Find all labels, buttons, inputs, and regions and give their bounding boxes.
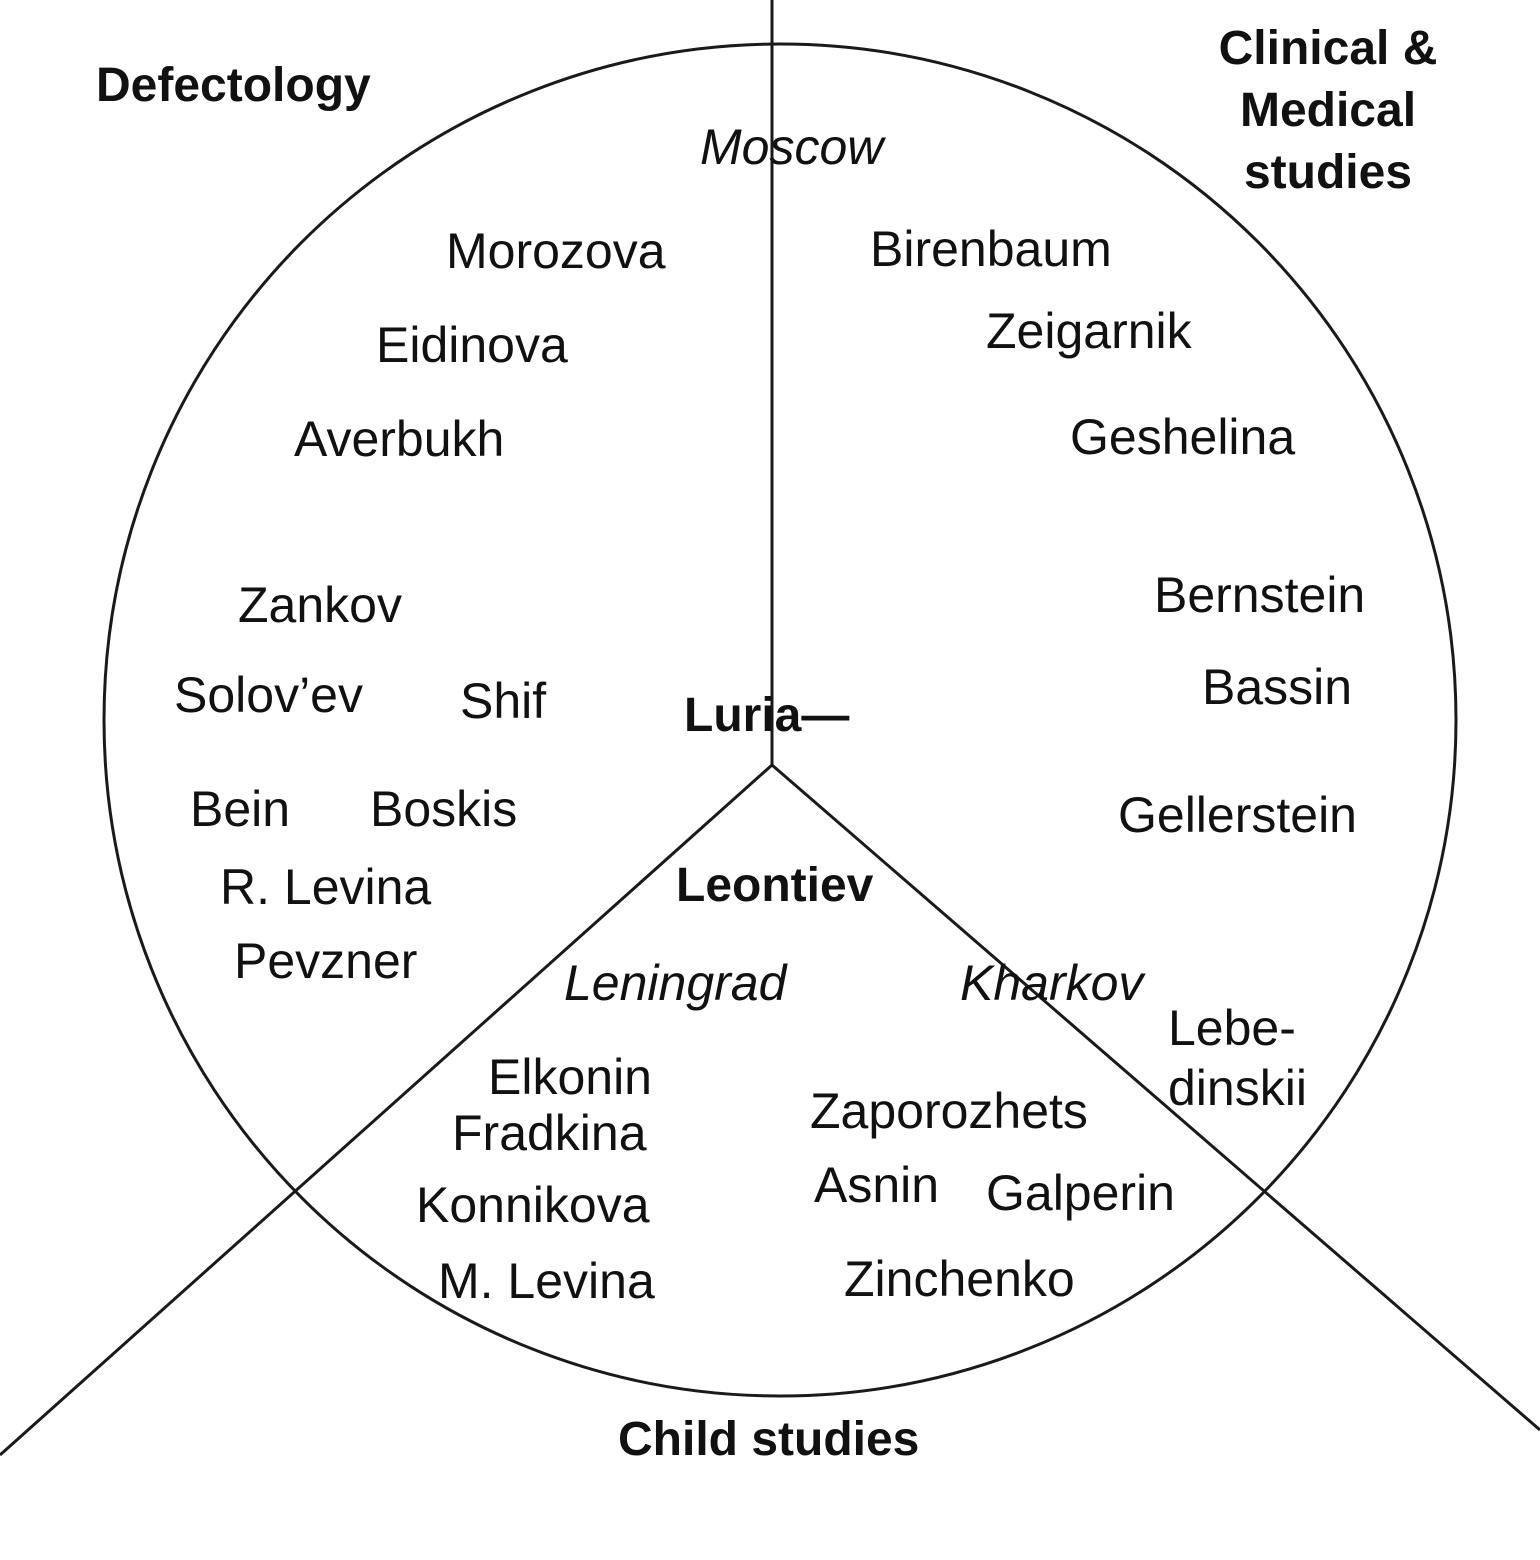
person-morozova: Morozova xyxy=(446,223,666,279)
person-elkonin: Elkonin xyxy=(488,1049,652,1105)
person-lebedinskii: Lebe-dinskii xyxy=(1168,1000,1307,1116)
city-kharkov: Kharkov xyxy=(960,955,1144,1011)
person-boskis: Boskis xyxy=(370,781,518,837)
person-bein: Bein xyxy=(190,781,291,837)
person-eidinova: Eidinova xyxy=(376,317,568,373)
person-bernstein: Bernstein xyxy=(1154,567,1366,623)
person-gellerstein: Gellerstein xyxy=(1118,787,1357,843)
person-pevzner: Pevzner xyxy=(234,933,418,989)
person-r-levina: R. Levina xyxy=(220,859,432,915)
city-leningrad: Leningrad xyxy=(564,955,787,1011)
person-solovev: Solov’ev xyxy=(174,667,363,723)
person-birenbaum: Birenbaum xyxy=(870,221,1112,277)
person-asnin: Asnin xyxy=(814,1157,940,1213)
city-moscow: Moscow xyxy=(700,119,884,175)
divider-right xyxy=(771,763,1540,1432)
person-zeigarnik: Zeigarnik xyxy=(986,303,1192,359)
heading-child-studies: Child studies xyxy=(618,1413,920,1466)
person-zaporozhets: Zaporozhets xyxy=(810,1083,1088,1139)
person-galperin: Galperin xyxy=(986,1165,1175,1221)
person-bassin: Bassin xyxy=(1202,659,1353,715)
person-m-levina: M. Levina xyxy=(438,1253,655,1309)
person-averbukh: Averbukh xyxy=(294,411,505,467)
person-konnikova: Konnikova xyxy=(416,1177,650,1233)
center-leontiev: Leontiev xyxy=(676,859,874,912)
center-luria: Luria— xyxy=(684,689,850,742)
person-zinchenko: Zinchenko xyxy=(844,1251,1075,1307)
person-fradkina: Fradkina xyxy=(452,1105,647,1161)
outer-circle xyxy=(102,42,1458,1398)
person-shif: Shif xyxy=(460,673,547,729)
person-geshelina: Geshelina xyxy=(1070,409,1296,465)
heading-defectology: Defectology xyxy=(96,59,371,112)
person-zankov: Zankov xyxy=(238,577,402,633)
heading-clinical-medical: Clinical & Medical studies xyxy=(1218,22,1438,199)
divider-left xyxy=(0,763,773,1457)
